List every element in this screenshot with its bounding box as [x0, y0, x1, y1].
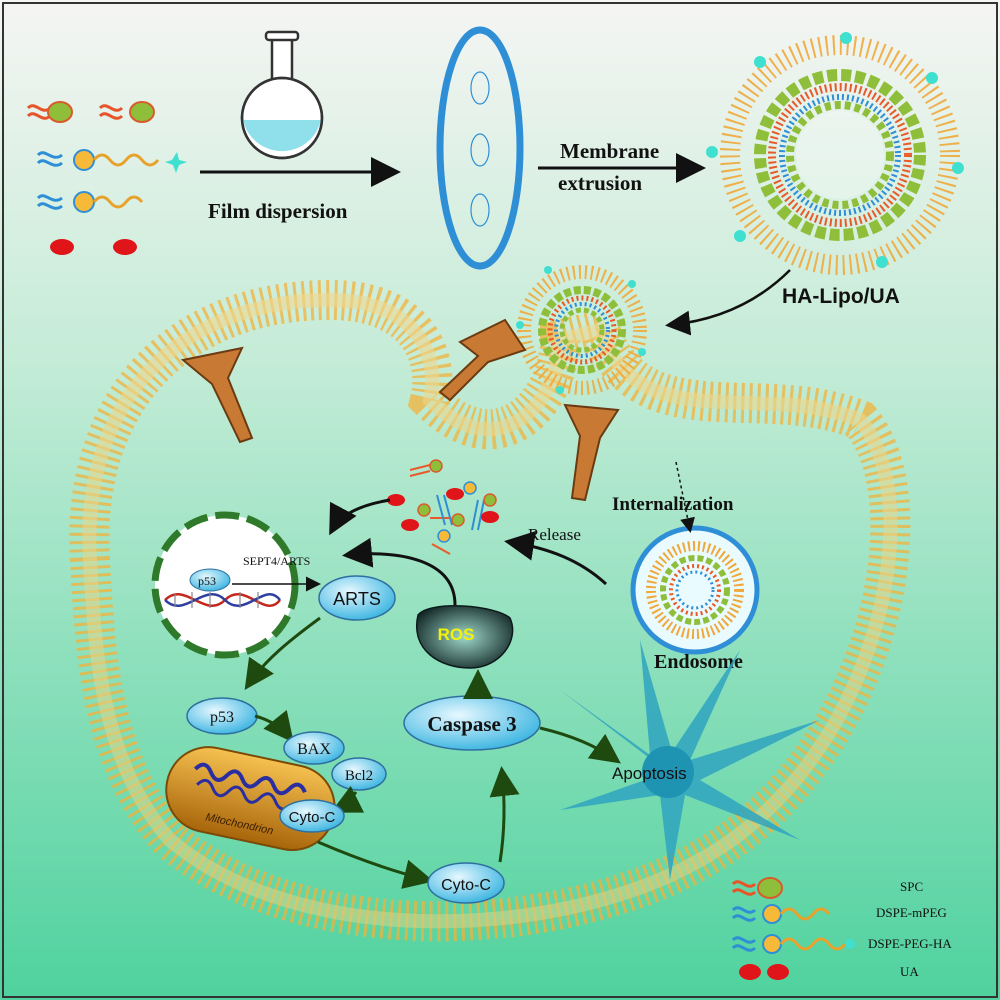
receptor-icon	[180, 346, 254, 444]
cytoc-mito-label: Cyto-C	[289, 809, 336, 826]
p53-label: p53	[210, 709, 234, 726]
arrow-p53-to-bax	[254, 709, 294, 743]
legend-ua-label: UA	[900, 964, 919, 979]
arrow-cytoc-to-caspase	[489, 766, 520, 863]
bax-molecule: BAX	[283, 731, 345, 765]
sept4-arts-label: SEPT4/ARTS	[243, 554, 310, 568]
legend-dspe-peg-ha-icon	[731, 934, 855, 954]
bcl2-label: Bcl2	[345, 768, 373, 784]
lipid-components	[26, 101, 187, 255]
arrow-ros-to-arts	[342, 537, 457, 606]
ua-drug-icon	[113, 239, 137, 255]
apoptosis-label: Apoptosis	[612, 764, 687, 783]
dna-helix-icon	[164, 592, 281, 608]
membrane-label-line2: extrusion	[558, 171, 642, 195]
endosome-label: Endosome	[654, 651, 743, 673]
arrow-mito-to-cytoc	[317, 840, 434, 889]
ha-liposome-large	[706, 32, 964, 275]
receptor-icon	[438, 318, 527, 402]
released-contents	[387, 459, 499, 555]
lipid-film-vesicle	[436, 26, 524, 270]
arrow-release	[504, 530, 608, 586]
legend-dspe-mpeg-label: DSPE-mPEG	[876, 905, 947, 920]
p53-molecule: p53	[186, 697, 258, 735]
ha-liposome-binding	[516, 265, 647, 395]
cytoc-label: Cyto-C	[441, 877, 491, 894]
ros-molecule: ROS	[415, 605, 514, 669]
nucleus: p53 SEPT4/ARTS	[151, 511, 321, 659]
cytoc-mito-molecule: Cyto-C	[279, 799, 345, 833]
internalization-label: Internalization	[612, 494, 734, 515]
endosome	[630, 525, 760, 655]
receptor-icon	[563, 403, 620, 502]
cell-membrane	[69, 279, 911, 942]
ha-lipo-ua-label: HA-Lipo/UA	[782, 285, 900, 308]
dspe-mpeg-molecule-icon	[36, 191, 144, 213]
film-dispersion-label: Film dispersion	[208, 199, 348, 223]
legend-dspe-mpeg-icon	[731, 904, 831, 924]
arrow-caspase-to-apoptosis	[539, 726, 621, 764]
spc-molecule-2-icon	[98, 101, 155, 123]
arts-molecule: ARTS	[318, 575, 396, 621]
nucleus-p53-label: p53	[198, 574, 216, 588]
ros-label: ROS	[438, 625, 475, 644]
caspase3-molecule: Caspase 3	[403, 695, 541, 751]
release-label: Release	[528, 525, 581, 544]
bcl2-molecule: Bcl2	[331, 757, 387, 791]
arts-label: ARTS	[333, 589, 381, 609]
dspe-peg-ha-molecule-icon	[36, 149, 187, 173]
apoptosis-star-icon	[560, 640, 820, 880]
legend-spc-label: SPC	[900, 879, 923, 894]
ha-ligand-icons	[706, 32, 964, 268]
cd44-receptors	[180, 318, 620, 502]
caspase3-label: Caspase 3	[427, 712, 516, 736]
ua-drug-icon	[50, 239, 74, 255]
arrow-to-nucleus	[329, 498, 391, 536]
cytoc-molecule: Cyto-C	[427, 862, 505, 904]
legend: SPC DSPE-mPEG DSPE-PEG-HA UA	[731, 877, 952, 980]
flask-icon	[240, 30, 324, 160]
arrow-arts-to-p53	[244, 616, 321, 690]
membrane-label-line1: Membrane	[560, 139, 659, 163]
bax-label: BAX	[297, 741, 331, 758]
legend-ua-icon	[739, 964, 789, 980]
legend-spc-icon	[731, 877, 783, 899]
arrow-to-cell	[665, 269, 791, 336]
spc-molecule-1-icon	[26, 101, 73, 123]
legend-dspe-peg-ha-label: DSPE-PEG-HA	[868, 936, 952, 951]
